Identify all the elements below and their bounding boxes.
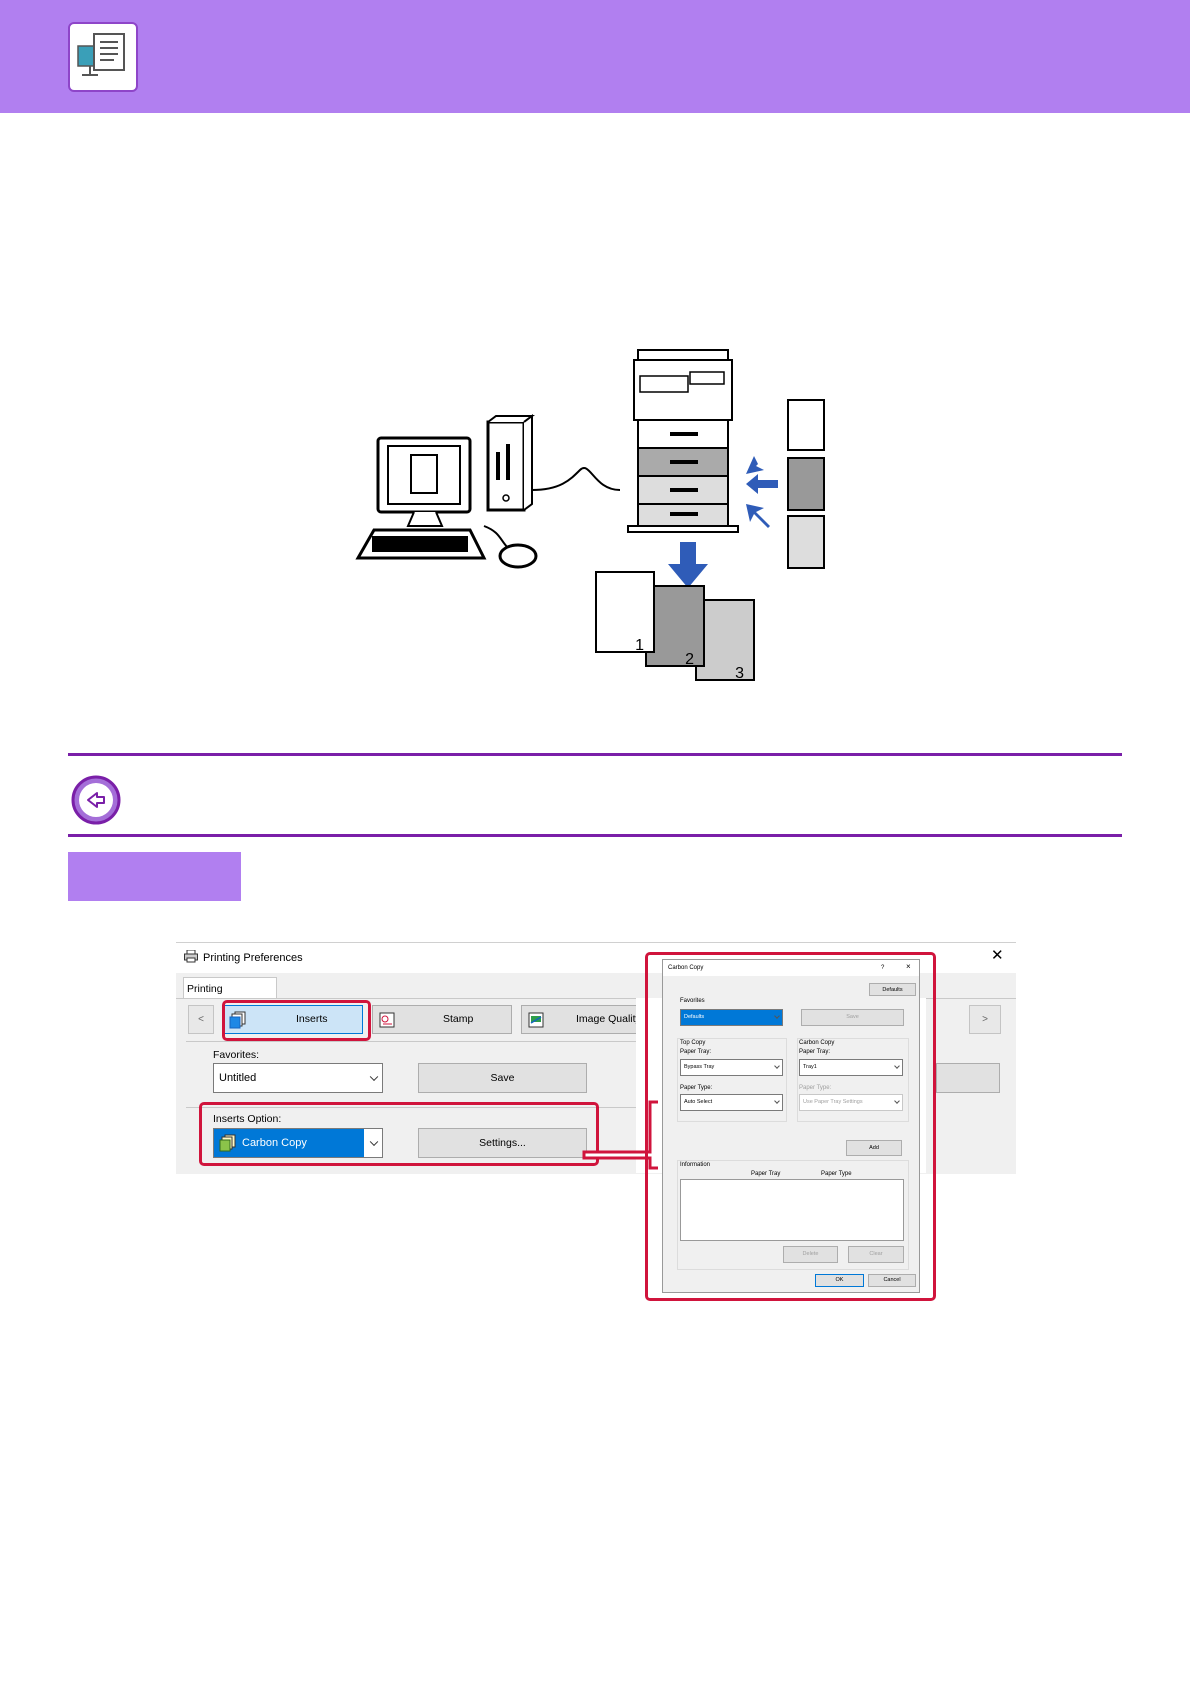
close-icon[interactable]: ×: [906, 962, 911, 971]
inserts-option-highlight: [199, 1102, 599, 1166]
stamp-button[interactable]: Stamp: [372, 1005, 512, 1034]
image-quality-label: Image Quality: [576, 1013, 641, 1025]
cc-paper-tray-value: Tray1: [803, 1064, 817, 1070]
callout-connector: [582, 1100, 658, 1170]
inserts-option-select[interactable]: Carbon Copy: [213, 1128, 383, 1158]
cc-favorites-label: Favorites: [680, 998, 705, 1004]
mouse-icon: [498, 543, 538, 569]
chevron-down-icon: [774, 1013, 780, 1019]
header-band: [0, 0, 1190, 113]
cc-save-button[interactable]: Save: [801, 1009, 904, 1026]
chevron-down-icon: [774, 1063, 780, 1069]
keyboard-icon: [355, 528, 487, 560]
cancel-button[interactable]: Cancel: [868, 1274, 916, 1287]
monitor-icon: [376, 436, 472, 527]
output-sheet-1: [595, 571, 655, 653]
carbon-copy-label: Carbon Copy: [799, 1040, 835, 1046]
cc-paper-type-select[interactable]: Use Paper Tray Settings: [799, 1094, 903, 1111]
insert-sheet-light: [787, 515, 825, 569]
insert-arrows-icon: [746, 450, 778, 528]
col-paper-type: Paper Type: [821, 1171, 852, 1177]
page-number-1: 1: [635, 637, 644, 654]
add-button[interactable]: Add: [846, 1140, 902, 1156]
image-quality-button[interactable]: Image Quality: [521, 1005, 641, 1034]
information-group: [677, 1160, 909, 1270]
inserts-icon: [229, 1011, 246, 1029]
top-paper-tray-value: Bypass Tray: [684, 1064, 715, 1070]
down-arrow-icon: [668, 542, 708, 588]
chevron-down-icon: [894, 1063, 900, 1069]
print-document-icon: [68, 22, 138, 92]
output-sheet-2: [645, 585, 705, 667]
divider-2: [186, 1107, 636, 1108]
return-note-icon: [71, 775, 121, 825]
favorites-value: Untitled: [219, 1072, 257, 1084]
image-quality-icon: [528, 1012, 544, 1028]
clear-button[interactable]: Clear: [848, 1246, 904, 1263]
inserts-option-value: Carbon Copy: [242, 1137, 307, 1149]
cc-paper-tray-label: Paper Tray:: [799, 1049, 831, 1055]
favorites-label: Favorites:: [213, 1049, 260, 1061]
defaults-button[interactable]: Defaults: [869, 983, 916, 996]
cc-title-bar: [663, 960, 919, 976]
information-label: Information: [680, 1162, 711, 1168]
settings-button[interactable]: Settings...: [418, 1128, 587, 1158]
top-paper-type-select[interactable]: Auto Select: [680, 1094, 783, 1111]
computer-tower-icon: [486, 414, 535, 512]
stamp-icon: [379, 1012, 395, 1028]
carbon-copy-icon: [219, 1134, 236, 1152]
divider-1: [186, 1041, 636, 1042]
printer-icon: [627, 349, 739, 533]
top-paper-type-value: Auto Select: [684, 1099, 713, 1105]
col-paper-tray: Paper Tray: [751, 1171, 781, 1177]
note-bottom-rule: [68, 834, 1122, 837]
stamp-label: Stamp: [443, 1013, 474, 1025]
tab-printing-preferences[interactable]: Printing Preferences: [183, 977, 277, 1017]
nav-next-button[interactable]: >: [969, 1005, 1001, 1034]
output-sheet-3: [695, 599, 755, 681]
top-paper-tray-select[interactable]: Bypass Tray: [680, 1059, 783, 1076]
close-icon[interactable]: ✕: [991, 947, 1004, 964]
ok-button[interactable]: OK: [815, 1274, 864, 1287]
top-paper-type-label: Paper Type:: [680, 1085, 713, 1091]
save-button[interactable]: Save: [418, 1063, 587, 1093]
cc-paper-tray-select[interactable]: Tray1: [799, 1059, 903, 1076]
inserts-option-label: Inserts Option:: [213, 1113, 282, 1125]
top-paper-tray-label: Paper Tray:: [680, 1049, 712, 1055]
printer-computer-inserts-illustration: 1 2 3: [355, 349, 825, 682]
step-box: [68, 852, 241, 901]
insert-sheet-dark: [787, 457, 825, 511]
carbon-copy-group: [797, 1038, 909, 1122]
chevron-down-icon: [369, 1072, 379, 1082]
right-edge-button[interactable]: [936, 1063, 1000, 1093]
cc-favorites-value: Defaults: [684, 1014, 705, 1020]
cc-favorites-select[interactable]: Defaults: [680, 1009, 783, 1026]
note-top-rule: [68, 753, 1122, 756]
help-icon[interactable]: ?: [881, 965, 885, 971]
inserts-button[interactable]: Inserts: [223, 1005, 363, 1034]
inserts-highlight: [222, 1000, 371, 1041]
window-title: Printing Preferences: [203, 952, 303, 964]
top-copy-label: Top Copy: [680, 1040, 706, 1046]
inserts-label: Inserts: [296, 1013, 328, 1025]
carbon-copy-dialog: Carbon Copy ? × Defaults Favorites Defau…: [662, 959, 920, 1293]
favorites-select[interactable]: Untitled: [213, 1063, 383, 1093]
nav-prev-button[interactable]: <: [188, 1005, 214, 1034]
top-copy-group: [677, 1038, 787, 1122]
printer-small-icon: [184, 950, 198, 963]
page-number-3: 3: [735, 665, 744, 682]
cc-paper-type-label: Paper Type:: [799, 1085, 832, 1091]
insert-sheet-white: [787, 399, 825, 451]
chevron-down-icon: [894, 1098, 900, 1104]
delete-button[interactable]: Delete: [783, 1246, 838, 1263]
cc-title: Carbon Copy: [668, 965, 704, 971]
chevron-down-icon: [774, 1098, 780, 1104]
carbon-copy-highlight: [645, 952, 936, 1301]
page-number-2: 2: [685, 651, 694, 668]
cc-paper-type-value: Use Paper Tray Settings: [803, 1099, 863, 1105]
information-list[interactable]: [680, 1179, 904, 1241]
